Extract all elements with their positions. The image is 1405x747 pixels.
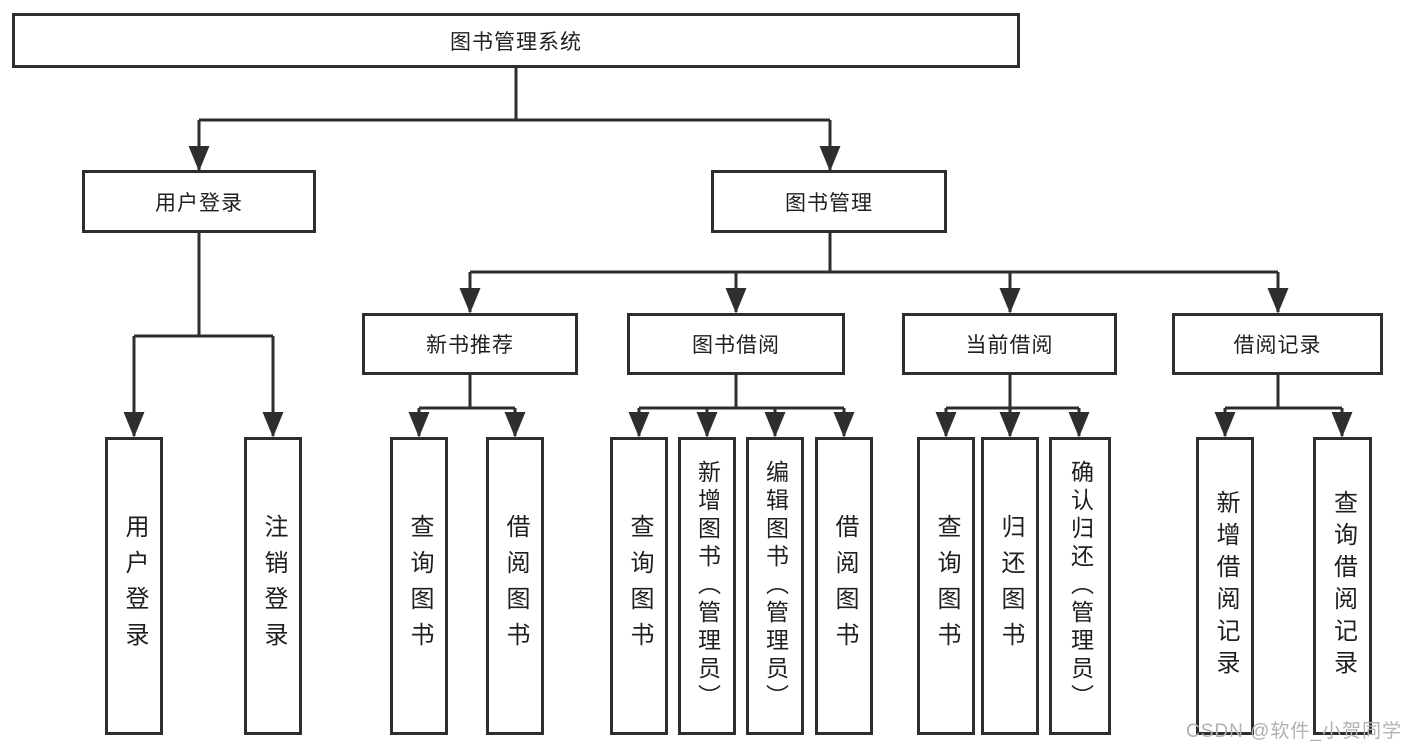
connector-user-login-rail [134,233,273,338]
node-leaf-logout: 注销登录 [244,437,302,735]
node-root-library-system: 图书管理系统 [12,13,1020,68]
node-label: 借阅图书 [502,514,529,658]
node-label: 图书管理系统 [450,30,582,54]
node-label: 查询借阅记录 [1329,490,1357,682]
node-label: 图书借阅 [692,334,780,357]
node-label: 查询图书 [626,514,653,658]
connector-new-book-rec-rail [419,375,515,410]
csdn-watermark: CSDN @软件_小贺同学 [1186,721,1402,742]
connector-borrow-record-rail [1225,375,1342,410]
node-label: 新增借阅记录 [1212,490,1239,682]
node-label: 用户登录 [155,191,243,215]
node-leaf-query-book-1: 查询图书 [390,437,448,735]
node-leaf-query-book-2: 查询图书 [610,437,668,735]
node-label: 图书管理 [785,191,873,215]
node-new-book-recommendation: 新书推荐 [362,313,578,375]
node-label: 归还图书 [997,514,1024,658]
node-label: 编辑图书（管理员） [762,460,789,712]
node-leaf-borrow-book-2: 借阅图书 [815,437,873,735]
node-label: 查询图书 [933,514,960,658]
node-book-management: 图书管理 [711,170,947,233]
node-leaf-borrow-book-1: 借阅图书 [486,437,544,735]
node-leaf-edit-book-admin: 编辑图书（管理员） [746,437,804,735]
node-current-borrowing: 当前借阅 [902,313,1117,375]
node-leaf-query-book-3: 查询图书 [917,437,975,735]
connector-book-borrow-rail [639,375,844,410]
node-leaf-query-borrow-record: 查询借阅记录 [1313,437,1372,735]
node-label: 新增图书（管理员） [694,460,721,712]
node-label: 注销登录 [260,514,287,658]
node-user-login: 用户登录 [82,170,316,233]
node-label: 确认归还（管理员） [1067,460,1094,712]
node-label: 用户登录 [121,514,148,658]
node-label: 当前借阅 [965,334,1054,357]
node-leaf-return-book: 归还图书 [981,437,1039,735]
node-leaf-confirm-return-admin: 确认归还（管理员） [1049,437,1111,735]
node-leaf-add-borrow-record: 新增借阅记录 [1196,437,1254,735]
node-label: 查询图书 [406,514,433,658]
connector-root-rail [199,68,830,122]
connector-book-mgmt-rail [470,233,1278,274]
node-book-borrowing: 图书借阅 [627,313,845,375]
node-leaf-add-book-admin: 新增图书（管理员） [678,437,736,735]
node-label: 借阅记录 [1233,334,1322,357]
node-leaf-user-login: 用户登录 [105,437,163,735]
node-borrowing-record: 借阅记录 [1172,313,1383,375]
node-label: 借阅图书 [831,514,858,658]
connector-current-borrow-rail [946,375,1079,410]
node-label: 新书推荐 [426,334,514,357]
